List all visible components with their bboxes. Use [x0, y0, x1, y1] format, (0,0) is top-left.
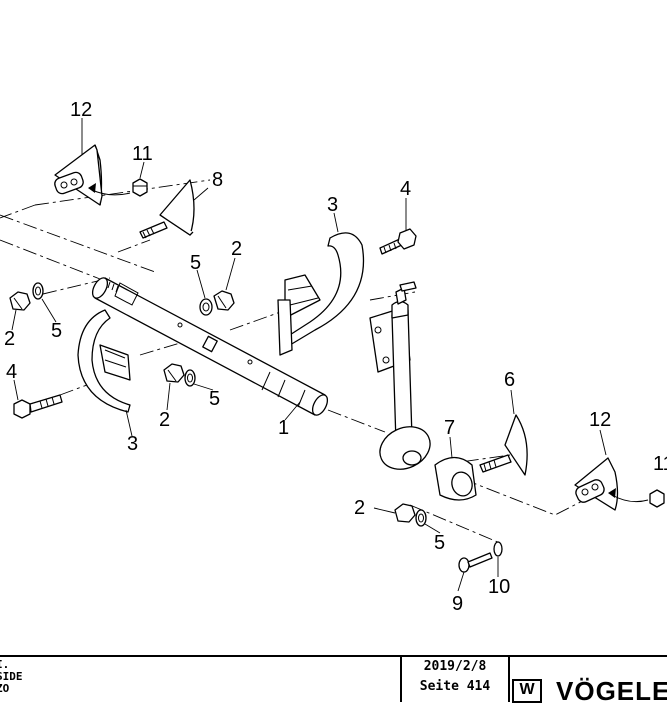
callout-2-upper: 2 — [231, 238, 242, 260]
document-date: 2019/2/8 — [423, 659, 487, 674]
callout-1: 1 — [278, 417, 289, 439]
part-12-cam-plate-left — [54, 144, 131, 206]
part-4-bolt-lower — [13, 394, 63, 419]
brand-name: VÖGELE — [556, 676, 667, 706]
part-10-washer — [493, 541, 503, 557]
description-line-2: SIDE — [0, 670, 23, 683]
title-block-description: I. SIDE ZO — [0, 659, 200, 695]
part-4-bolt-upper — [379, 228, 417, 255]
callout-10: 10 — [488, 576, 510, 598]
callout-5-lower: 5 — [434, 532, 445, 554]
callout-3-lower: 3 — [127, 433, 138, 455]
part-7-arm-assembly — [369, 281, 477, 501]
part-2-nut-left — [9, 291, 31, 311]
callout-7: 7 — [444, 417, 455, 439]
leader-lines — [11, 118, 607, 592]
callout-9: 9 — [452, 593, 463, 615]
exploded-parts-diagram: 12 11 8 4 3 2 5 2 5 4 2 5 3 1 6 12 11 7 … — [0, 99, 667, 615]
part-3-curved-blade-upper — [277, 232, 365, 356]
callout-5-center: 5 — [209, 388, 220, 410]
callouts: 12 11 8 4 3 2 5 2 5 4 2 5 3 1 6 12 11 7 … — [4, 99, 667, 615]
part-2-nut-center — [163, 363, 185, 383]
part-6-flapper-stud — [479, 414, 528, 476]
callout-11-right: 11 — [653, 453, 667, 475]
callout-4-lower: 4 — [6, 361, 17, 383]
callout-11-upper-left: 11 — [132, 143, 153, 165]
callout-5-left: 5 — [51, 320, 62, 342]
part-5-washer-upper — [199, 298, 213, 316]
description-line-3: ZO — [0, 682, 10, 695]
title-block-meta: 2019/2/8 Seite 414 — [400, 655, 510, 702]
part-1-main-shaft — [91, 277, 329, 416]
part-5-washer-lower — [415, 509, 427, 527]
part-9-screw — [458, 552, 493, 573]
title-block-footer: I. SIDE ZO 2019/2/8 Seite 414 W VÖGELE — [0, 655, 667, 706]
callout-2-left: 2 — [4, 328, 15, 350]
part-2-nut-upper — [213, 290, 235, 311]
part-11-nut-left — [132, 178, 148, 197]
brand-mark-icon: W — [512, 679, 542, 703]
callout-6: 6 — [504, 369, 515, 391]
part-5-washer-center — [184, 369, 196, 387]
part-11-nut-right — [649, 489, 665, 508]
callout-12-right: 12 — [589, 409, 611, 431]
part-8-flapper-stud — [139, 179, 195, 239]
part-2-nut-lower — [394, 503, 416, 523]
callout-4-upper: 4 — [400, 178, 411, 200]
part-5-washer-left — [32, 282, 44, 300]
description-line-1: I. — [0, 658, 10, 671]
page-number: Seite 414 — [419, 679, 491, 694]
callout-12-upper-left: 12 — [70, 99, 92, 121]
part-3-curved-blade-lower — [77, 309, 131, 413]
callout-5-upper: 5 — [190, 252, 201, 274]
callout-3-upper: 3 — [327, 194, 338, 216]
callout-2-center: 2 — [159, 409, 170, 431]
part-12-cam-plate-right — [574, 457, 649, 511]
callout-8: 8 — [212, 169, 223, 191]
callout-2-lower: 2 — [354, 497, 365, 519]
